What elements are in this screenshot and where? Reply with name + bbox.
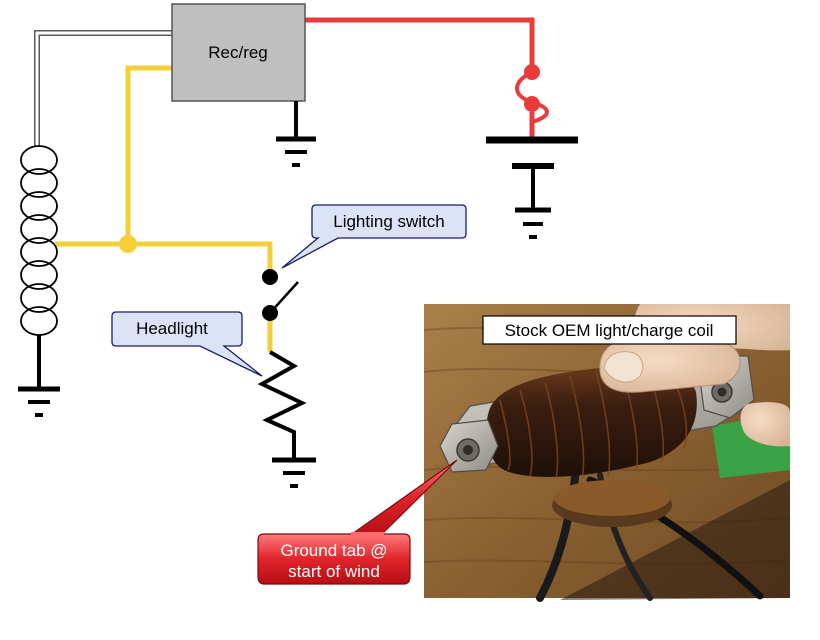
- ground-tab-label-line2: start of wind: [288, 562, 380, 581]
- lighting-switch-label: Lighting switch: [333, 212, 445, 231]
- headlight-callout: Headlight: [111, 311, 263, 377]
- coil-photo: Stock OEM light/charge coil: [423, 304, 791, 602]
- battery-wire-red: [305, 17, 549, 140]
- rec-reg-label: Rec/reg: [208, 43, 268, 62]
- headlight-label: Headlight: [136, 319, 208, 338]
- ground-tab-callout: Ground tab @ start of wind: [257, 459, 458, 585]
- headlight-resistor-icon: [257, 350, 307, 460]
- wire-junction-dot: [119, 235, 137, 253]
- battery-ground-icon: [515, 207, 551, 239]
- photo-caption-box: Stock OEM light/charge coil: [482, 315, 737, 345]
- photo-caption-label: Stock OEM light/charge coil: [505, 321, 714, 340]
- ground-tab-label-line1: Ground tab @: [280, 541, 387, 560]
- stator-coil-icon: [20, 145, 58, 336]
- battery-icon: [486, 136, 578, 210]
- headlight-ground-icon: [272, 457, 316, 488]
- rec-reg-module: Rec/reg: [171, 3, 306, 102]
- rec-reg-ground-icon: [276, 101, 316, 167]
- coil-ground-icon: [18, 335, 60, 417]
- lighting-switch-callout: Lighting switch: [281, 204, 467, 269]
- lighting-wire-yellow: [55, 65, 273, 352]
- lighting-switch-icon: [262, 269, 299, 321]
- fuse-terminal-bottom: [524, 96, 540, 112]
- charge-wire-white: [34, 30, 172, 146]
